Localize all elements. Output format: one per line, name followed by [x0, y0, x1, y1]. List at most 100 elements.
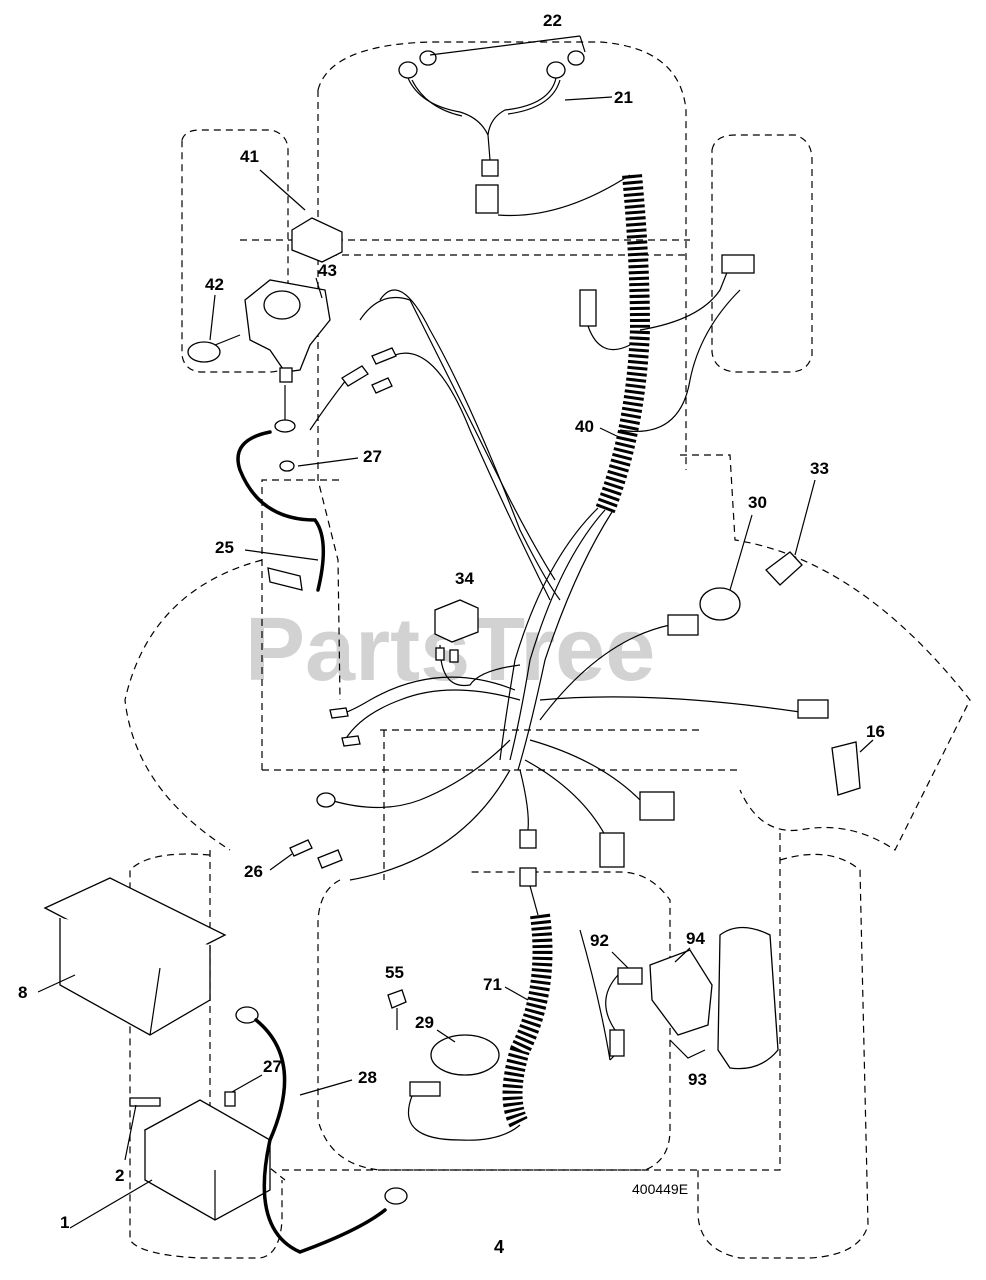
connector-right-lower [797, 699, 829, 719]
lower-branch-8 [349, 769, 511, 881]
switch-29-plug [409, 1081, 441, 1097]
connector-6pin [639, 791, 675, 821]
callout-26: 26 [244, 862, 263, 881]
conduit-71-lead [529, 885, 539, 916]
callout-16: 16 [866, 722, 885, 741]
switch-29 [430, 1034, 500, 1076]
terminal-a [341, 365, 369, 387]
callout-1: 1 [60, 1213, 69, 1232]
switch-29-wire [407, 1095, 521, 1141]
cable-25-terminal [267, 567, 303, 591]
connector-30 [667, 614, 699, 636]
lower-branch-4 [539, 696, 801, 713]
leader-25 [244, 549, 319, 561]
callout-27-upper: 27 [363, 447, 382, 466]
washer-27 [279, 460, 295, 472]
drawing-code: 400449E [632, 1181, 688, 1197]
switch-41 [291, 217, 343, 263]
deck-left-outline [124, 559, 263, 851]
seat-plate [717, 926, 779, 1070]
bolt-55-head [387, 989, 407, 1009]
headlight-harness [398, 35, 631, 217]
harness-conduit [595, 174, 651, 514]
callout-92: 92 [590, 931, 609, 950]
ignition-switch-assembly [187, 169, 343, 383]
leader-16 [859, 739, 874, 753]
lower-branch-2 [337, 676, 516, 716]
solenoid-stud [279, 367, 293, 383]
battery-1 [69, 1006, 408, 1254]
leader-40 [599, 427, 626, 441]
callout-21: 21 [614, 88, 633, 107]
frame-left [261, 479, 340, 770]
part-42-tab [214, 334, 241, 346]
deck-right-outline [680, 454, 971, 851]
leader-28 [299, 1079, 353, 1096]
harness-right-branch [639, 264, 731, 331]
ring-terminal [316, 792, 336, 808]
connector-small [519, 829, 537, 849]
right-components [699, 479, 874, 796]
leader-21 [564, 96, 613, 101]
leader-1 [69, 1179, 153, 1229]
battery-body [144, 1130, 271, 1221]
headlight-bulb-left [398, 61, 418, 79]
cable-ring-top [274, 419, 296, 433]
lower-branch-3 [329, 739, 511, 809]
front-left-wheel-outline [181, 129, 289, 373]
terminal-d [329, 707, 349, 719]
conduit-71 [502, 913, 553, 1131]
callout-labels: 22 21 41 43 42 27 40 33 30 25 34 16 26 8… [18, 11, 885, 1257]
cable-28-ring-top [235, 1006, 259, 1024]
battery-box-8 [37, 877, 227, 1036]
nut-27 [224, 1091, 236, 1107]
rear-components [387, 885, 553, 1141]
leader-41 [259, 169, 306, 211]
callout-29: 29 [415, 1013, 434, 1032]
harness-trunk-2 [517, 511, 613, 771]
wire-to-92 [579, 929, 611, 1061]
switch-34-wire [439, 644, 521, 687]
callout-43: 43 [318, 261, 337, 280]
leader-8 [37, 974, 76, 993]
switch-34 [434, 599, 521, 687]
leader-26 [269, 853, 293, 871]
battery-box-edge [149, 967, 161, 1036]
terminal-c [371, 377, 393, 394]
leader-27a [297, 457, 359, 467]
leader-93 [669, 1039, 706, 1059]
solenoid-body [263, 290, 301, 320]
part-33 [765, 551, 803, 586]
callout-28: 28 [358, 1068, 377, 1087]
switch-94 [649, 949, 713, 1036]
connector-small-2 [519, 867, 537, 887]
leader-43 [315, 277, 323, 299]
harness-branch-2 [384, 352, 551, 601]
callout-34: 34 [455, 569, 474, 588]
callout-41: 41 [240, 147, 259, 166]
harness-branch-3 [359, 296, 556, 581]
callout-33: 33 [810, 459, 829, 478]
rear-frame [282, 830, 781, 1171]
cable-28-ring-bottom [384, 1187, 408, 1205]
leader-2 [124, 1104, 137, 1161]
leader-33 [794, 479, 816, 556]
terminal-e [341, 735, 361, 747]
leader-42 [209, 294, 216, 341]
connector-left-upper [579, 289, 597, 327]
harness-right-branch-2 [619, 289, 741, 432]
front-right-wheel-outline [711, 134, 813, 373]
connector-92 [617, 967, 643, 985]
headlight-lead [487, 134, 491, 161]
callout-2: 2 [115, 1166, 124, 1185]
callout-8: 8 [18, 983, 27, 1002]
figure-number: 4 [494, 1237, 504, 1257]
connector-left-upper-wire [587, 325, 631, 351]
callout-94: 94 [686, 929, 705, 948]
connector-right [721, 254, 755, 274]
ground-cable-25 [236, 385, 359, 592]
cable-25 [236, 430, 326, 592]
switch-34-body [434, 599, 479, 643]
connector-92b [609, 1029, 625, 1057]
